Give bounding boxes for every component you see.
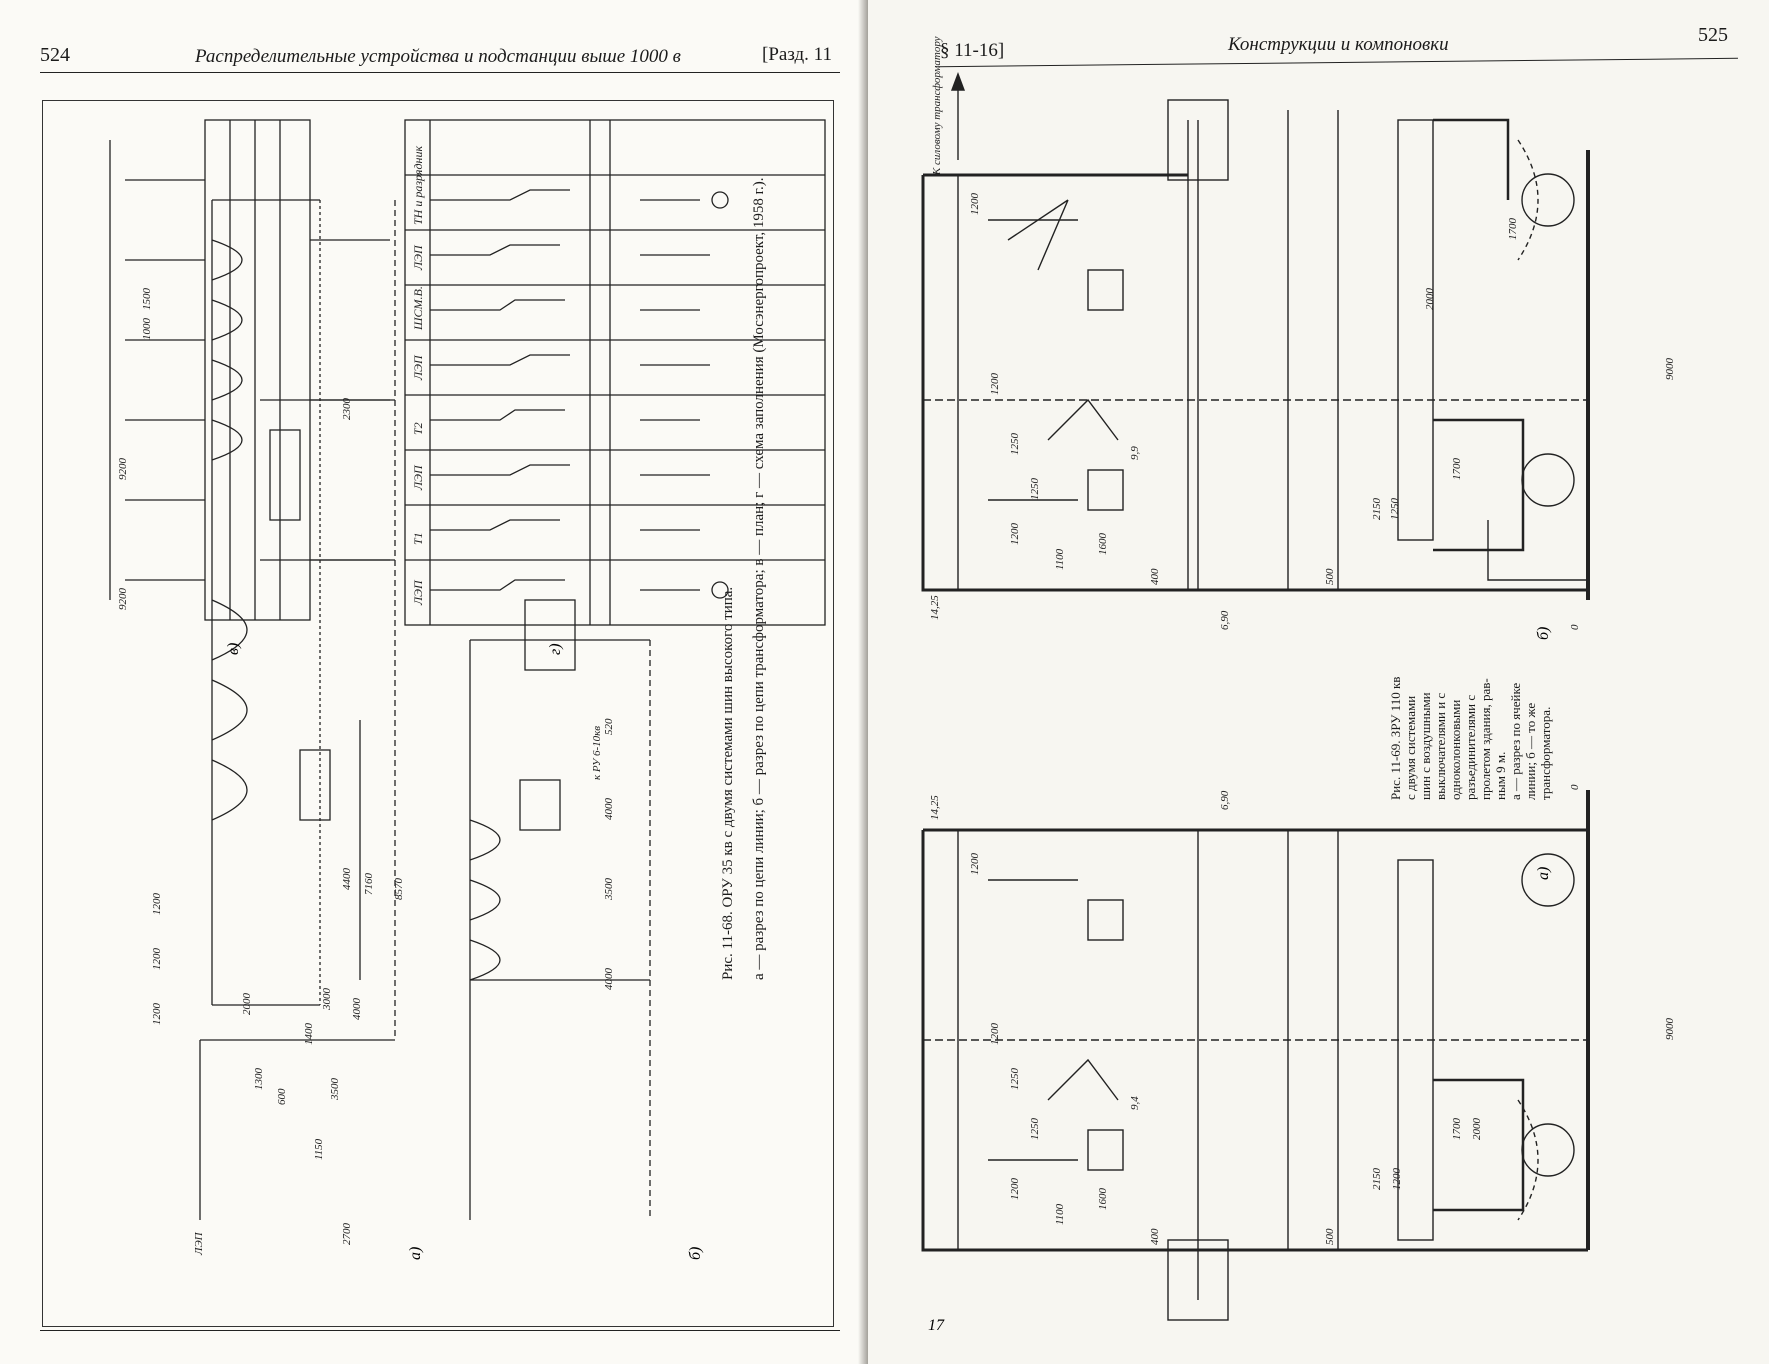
figure-frame [42,100,834,1327]
panel-label: ЛЭП [411,354,425,381]
panel-label: ЛЭП [411,464,425,491]
dimension-label: 1200 [1009,1178,1021,1201]
left-footer-rule [40,1330,840,1331]
dimension-label: 9,9 [1129,446,1141,460]
dimension-label: 500 [1324,568,1336,585]
oru-35kv-drawing: а) б) в) г) ЛЭП к РУ 6-10кв ЛЭП Т1 ЛЭП Т… [109,119,826,1260]
dimension-label: 1250 [1389,498,1401,521]
dimension-label: 400 [1149,568,1161,585]
panel-label: ЛЭП [411,579,425,606]
dimension-label: 1200 [989,1023,1001,1046]
right-running-title: Конструкции и компоновки [1228,34,1449,55]
panel-label: ШСМ.В. [411,286,425,331]
left-section-tag: [Разд. 11 [762,44,832,65]
sub-label-g: г) [547,643,564,655]
dimension-label: 1250 [1009,433,1021,456]
dimension-label: 4000 [351,998,363,1021]
dimension-label: 4000 [603,798,615,821]
dimension-label: 500 [1324,1228,1336,1245]
dimension-label: 1200 [151,893,163,916]
left-running-title: Распределительные устройства и подстанци… [195,46,681,67]
dimension-label: 3500 [329,1078,341,1102]
right-page-number: 525 [1698,24,1728,46]
dimension-label: 1200 [969,853,981,876]
label-ru-6-10kv: к РУ 6-10кв [591,726,603,780]
dimension-label: 1700 [1507,218,1519,241]
dimension-label: 4400 [341,868,353,891]
dimension-label: 9000 [1664,358,1676,381]
dimension-label: 2000 [1471,1118,1483,1141]
sub-label-a: а) [407,1247,424,1260]
label-lep: ЛЭП [193,1231,205,1256]
dimension-label: 6,90 [1219,610,1231,630]
dimension-label: 6,90 [1219,790,1231,810]
dimension-label: 1200 [989,373,1001,396]
dimension-label: 4000 [603,968,615,991]
dimension-label: 8570 [393,878,405,901]
dimension-label: 0 [1569,784,1581,790]
dimension-label: 3000 [321,988,333,1012]
footer-mark: 17 [928,1317,945,1334]
dimension-label: 2150 [1371,1168,1383,1191]
dimension-label: 1250 [1029,1118,1041,1141]
dimension-label: 1300 [253,1068,265,1091]
dimension-label: 1100 [1054,1203,1066,1225]
dimension-label: 1200 [151,1003,163,1026]
dimension-label: 2700 [341,1223,353,1246]
dimension-label: 400 [1149,1228,1161,1245]
dimension-label: 9200 [117,588,129,611]
dimension-label: 600 [276,1088,288,1105]
panel-label: Т2 [411,422,425,435]
dimension-label: 1250 [1009,1068,1021,1091]
sub-label-a: а) [1535,867,1552,880]
panel-label: Т1 [411,532,425,545]
dimension-label: 9200 [117,458,129,481]
dimension-label: 1700 [1451,458,1463,481]
dimension-label: 1000 [141,318,153,341]
left-header-rule [40,72,840,73]
dimension-label: 520 [603,718,615,735]
zru-110kv-drawing: К силовому трансформатору б) а) 17 14,25… [921,36,1676,1334]
right-page: § 11-16] Конструкции и компоновки 525 Ри… [868,0,1769,1364]
dimension-label: 7160 [363,873,375,896]
dimension-label: 9,4 [1129,1096,1141,1110]
left-page-number: 524 [40,44,70,66]
sub-label-b: б) [687,1247,704,1260]
dimension-label: 14,25 [929,595,941,620]
dimension-label: 1100 [1054,548,1066,570]
dimension-label: 1200 [1391,1168,1403,1191]
dimension-label: 1600 [1097,1188,1109,1211]
panel-label: ТН и разрядник [411,146,425,225]
dimension-label: 1500 [141,288,153,311]
dimension-label: 1150 [313,1138,325,1160]
dimension-label: 1200 [1009,523,1021,546]
transformer-arrow-label: К силовому трансформатору [931,36,943,176]
panel-label: ЛЭП [411,244,425,271]
sub-label-v: в) [225,643,242,655]
right-section-tag: § 11-16] [940,40,1005,61]
dimension-label: 2000 [1424,288,1436,311]
sub-label-b: б) [1535,627,1552,640]
dimension-label: 1200 [969,193,981,216]
dimension-label: 3500 [603,878,615,902]
dimension-label: 1400 [303,1023,315,1046]
dimension-label: 1600 [1097,533,1109,556]
dimension-label: 2000 [241,993,253,1016]
dimension-label: 1250 [1029,478,1041,501]
dimension-label: 14,25 [929,795,941,820]
dimension-label: 2300 [341,398,353,421]
dimension-label: 0 [1569,624,1581,630]
dimension-label: 2150 [1371,498,1383,521]
left-page: 524 Распределительные устройства и подст… [0,0,868,1364]
dimension-label: 1200 [151,948,163,971]
dimension-label: 1700 [1451,1118,1463,1141]
dimension-label: 9000 [1664,1018,1676,1041]
